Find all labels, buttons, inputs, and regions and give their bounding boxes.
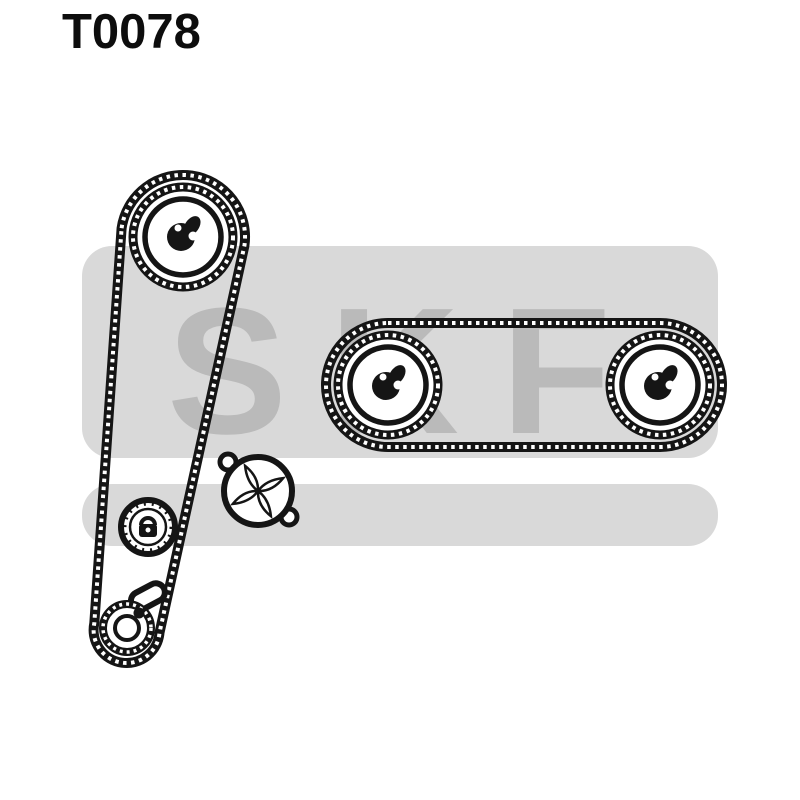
tensioner-body-teeth [101,602,153,654]
tensioner-pulley-with-lock-mark [118,497,178,557]
part-number: T0078 [62,5,201,59]
camshaft-pulley-top-left [128,182,238,292]
timing-belt-left-loop [88,170,250,668]
pulley-rim-teeth [336,333,440,437]
timing-belt-right-teeth [324,321,724,449]
pulley-rim-teeth [608,333,712,437]
pulley-right-inner [333,330,443,440]
pulley-rim-teeth [131,185,235,289]
tensioner-pin [133,607,145,619]
timing-belt-left-teeth [91,173,247,665]
tensioner-tick-ring [123,502,173,552]
bottom-tensioner-unit [99,580,168,656]
pulley-right-outer [605,330,715,440]
water-pump-with-impeller [217,451,300,528]
impeller-icon [231,464,285,518]
lock-icon [139,516,157,537]
timing-belt-right-loop [321,318,727,452]
tensioner-bore [113,614,141,642]
